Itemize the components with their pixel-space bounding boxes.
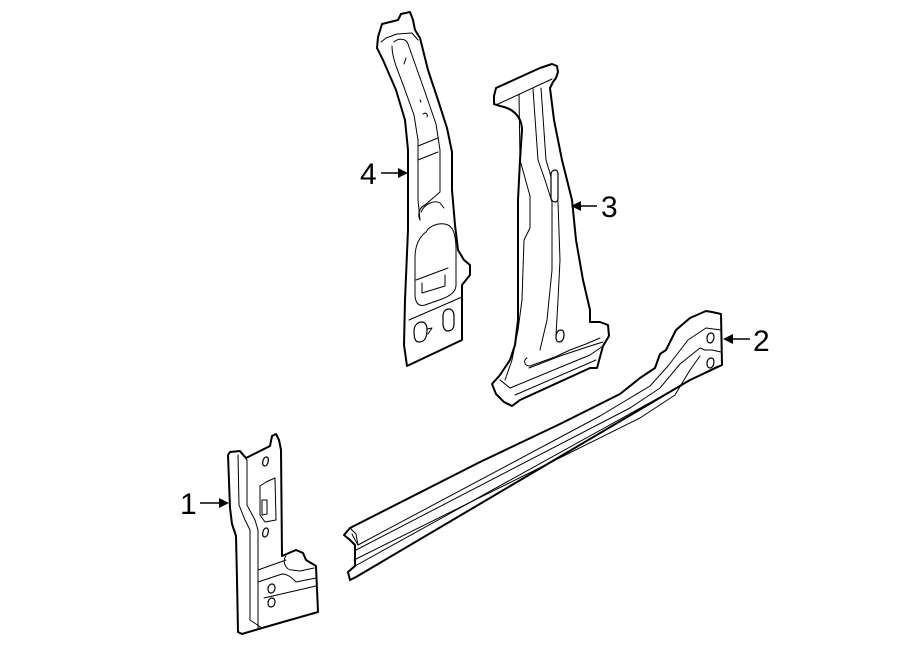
callout-label-3: 3 [601,191,618,224]
part-1-lower-pillar-bracket[interactable] [227,433,319,635]
arrow-right-icon [398,168,408,178]
callout-label-2: 2 [753,325,770,358]
part-3-center-pillar-outer[interactable] [491,63,610,407]
part-2-rocker-panel[interactable] [343,310,723,581]
arrow-right-icon [219,498,229,508]
callout-1[interactable]: 1 [180,488,229,521]
callout-4[interactable]: 4 [360,158,408,191]
callout-label-1: 1 [180,488,197,521]
callout-2[interactable]: 2 [723,325,770,358]
part-4-center-pillar-inner[interactable] [376,11,471,367]
callout-label-4: 4 [360,158,377,191]
arrow-left-icon [723,334,733,344]
callout-3[interactable]: 3 [571,191,618,224]
arrow-left-icon [571,201,581,211]
